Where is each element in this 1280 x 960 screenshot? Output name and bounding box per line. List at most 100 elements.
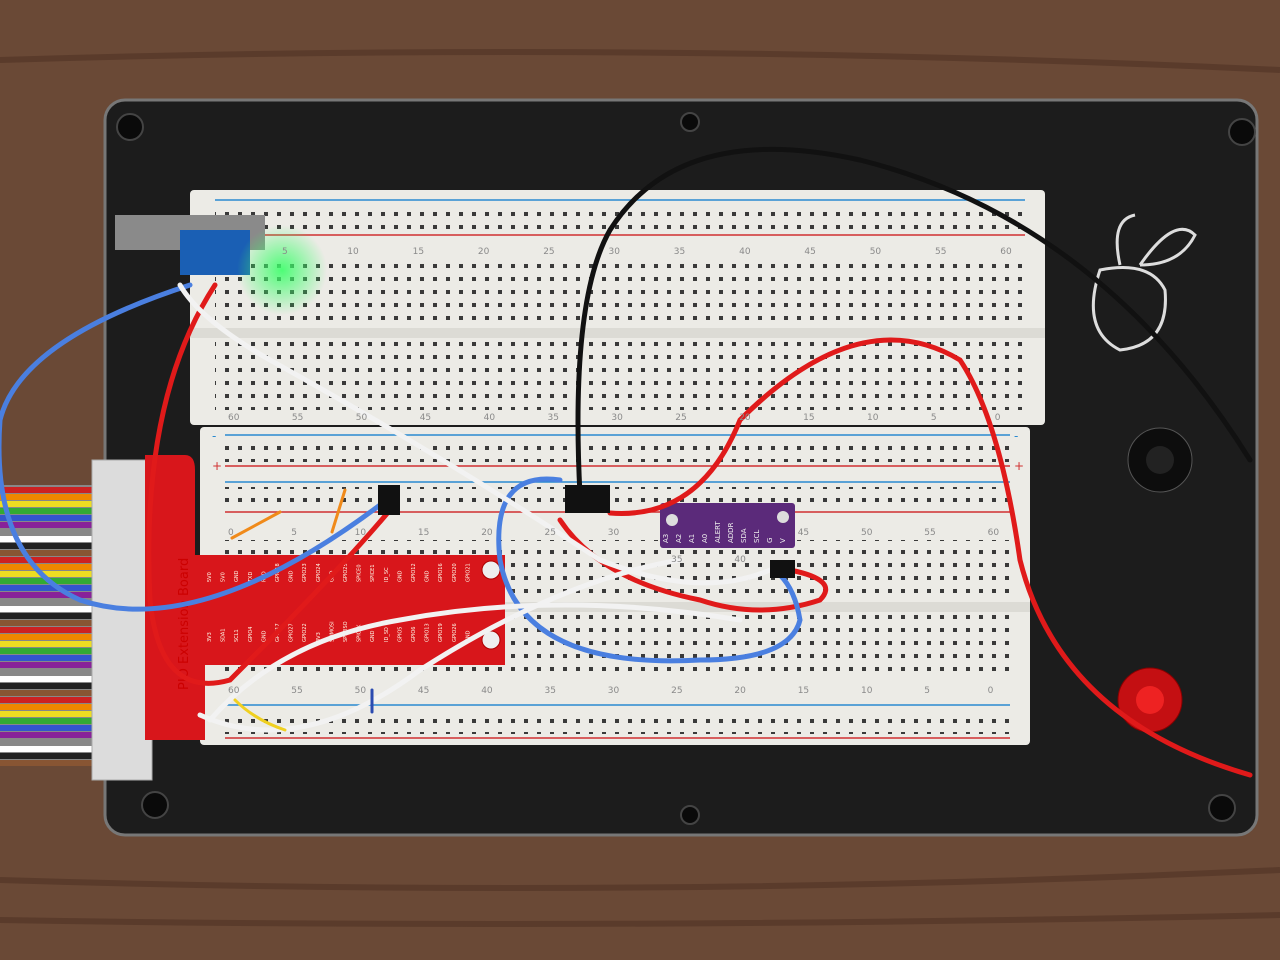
ribbon-strand xyxy=(0,529,100,535)
column-number: 35 xyxy=(674,247,685,257)
column-number: 0 xyxy=(988,686,994,696)
gpio-pin-label: GPIO24 xyxy=(316,563,322,582)
adc-pin-label: ALERT xyxy=(714,521,722,543)
column-number: 55 xyxy=(924,528,935,538)
gpio-pin-label: 3V3 xyxy=(207,632,213,642)
gpio-pin-label: GPIO22 xyxy=(302,623,308,642)
jumper-connectors xyxy=(378,485,795,578)
ribbon-strand xyxy=(0,515,100,521)
adc-pin-label: SCL xyxy=(753,530,761,543)
led-green-icon xyxy=(237,225,327,315)
ribbon-strand xyxy=(0,683,100,689)
ribbon-strand xyxy=(0,606,100,612)
column-number: 10 xyxy=(347,247,359,257)
ribbon-strand xyxy=(0,641,100,647)
upper-breadboard xyxy=(190,190,1045,425)
gpio-pin-label: GPIO13 xyxy=(425,623,431,642)
wire-white-sensor xyxy=(177,282,773,586)
ribbon-strand xyxy=(0,669,100,675)
column-number: 5 xyxy=(924,686,930,696)
banana-post-black[interactable] xyxy=(1127,427,1193,493)
column-number: 55 xyxy=(292,413,303,423)
column-number: 15 xyxy=(418,528,429,538)
gpio-pin-label: SPICE0 xyxy=(357,565,363,583)
rail-minus-label: - xyxy=(212,429,216,443)
ribbon-strand xyxy=(0,592,100,598)
ribbon-strand xyxy=(0,494,100,500)
gpio-pin-label: GPIO6 xyxy=(411,627,417,642)
adc-pin-label: V xyxy=(779,538,787,543)
column-number: 30 xyxy=(611,413,623,423)
column-number: 10 xyxy=(867,413,879,423)
gpio-pin-label: GND xyxy=(261,630,267,642)
column-number: 60 xyxy=(1000,247,1012,257)
column-number: 45 xyxy=(420,413,431,423)
gpio-pin-label: SPICE1 xyxy=(370,565,376,583)
gpio-pin-label: GPIO26 xyxy=(452,623,458,642)
wire-white-gpio-1 xyxy=(207,602,743,723)
column-number: 25 xyxy=(671,686,682,696)
gpio-pin-label: ID_SD xyxy=(384,627,390,642)
gpio-pin-label: GPIO12 xyxy=(411,563,417,582)
ribbon-strand xyxy=(0,571,100,577)
gpio-pin-label: GND xyxy=(289,570,295,582)
column-number: 25 xyxy=(675,413,686,423)
gpio-pin-label: 5V0 xyxy=(207,572,213,582)
gpio-pin-label: SDA1 xyxy=(221,628,227,642)
gpio-pin-label: GND xyxy=(370,630,376,642)
column-number: 50 xyxy=(355,686,367,696)
ribbon-strand xyxy=(0,536,100,542)
column-number: 10 xyxy=(861,686,873,696)
ribbon-strand xyxy=(0,655,100,661)
gpio-pin-label: ID_SC xyxy=(384,567,390,582)
rail-plus-label: + xyxy=(1014,459,1024,473)
gpio-pin-label: GND xyxy=(425,570,431,582)
ribbon-strand xyxy=(0,508,100,514)
ribbon-strand xyxy=(0,760,100,766)
column-number: 5 xyxy=(931,413,937,423)
gpio-pin-label: GPIO20 xyxy=(452,563,458,582)
column-number: 0 xyxy=(228,528,234,538)
gpio-pin-label: GPIO21 xyxy=(465,563,471,582)
ribbon-strand xyxy=(0,648,100,654)
column-number: 40 xyxy=(481,686,493,696)
gpio-board-title: PIO Extension Board xyxy=(177,558,192,690)
gpio-pin-label: GPIO4 xyxy=(248,627,254,642)
column-number: 15 xyxy=(413,247,424,257)
ribbon-strand xyxy=(0,732,100,738)
ribbon-strand xyxy=(0,543,100,549)
ribbon-strand xyxy=(0,550,100,556)
column-number: 35 xyxy=(548,413,559,423)
ribbon-strand xyxy=(0,676,100,682)
wire-yellow-jumper xyxy=(233,698,287,732)
column-number: 45 xyxy=(804,247,815,257)
column-number: 40 xyxy=(739,247,751,257)
gpio-pin-label: TXD xyxy=(248,572,254,583)
banana-post-red[interactable] xyxy=(1117,667,1183,733)
column-number: 30 xyxy=(608,528,620,538)
column-number: 50 xyxy=(870,247,882,257)
ribbon-strand xyxy=(0,501,100,507)
column-number: 15 xyxy=(798,686,809,696)
ribbon-strand xyxy=(0,746,100,752)
gpio-pin-label: GND xyxy=(465,630,471,642)
wire-red-long xyxy=(607,337,1253,778)
ribbon-strand xyxy=(0,627,100,633)
adc-pin-label: A0 xyxy=(701,534,709,543)
screw-icons xyxy=(116,112,1256,825)
gpio-pin-label: GPIO27 xyxy=(289,623,295,642)
rail-plus-label: + xyxy=(212,459,222,473)
ribbon-strand xyxy=(0,585,100,591)
column-number: 50 xyxy=(356,413,368,423)
gpio-pin-label: GPIO16 xyxy=(438,563,444,582)
ribbon-strand xyxy=(0,634,100,640)
wire-blue-sensor xyxy=(0,282,383,612)
adc-pin-label: A1 xyxy=(688,534,696,543)
column-number: 35 xyxy=(671,555,682,565)
ribbon-strand xyxy=(0,620,100,626)
ribbon-strand xyxy=(0,690,100,696)
